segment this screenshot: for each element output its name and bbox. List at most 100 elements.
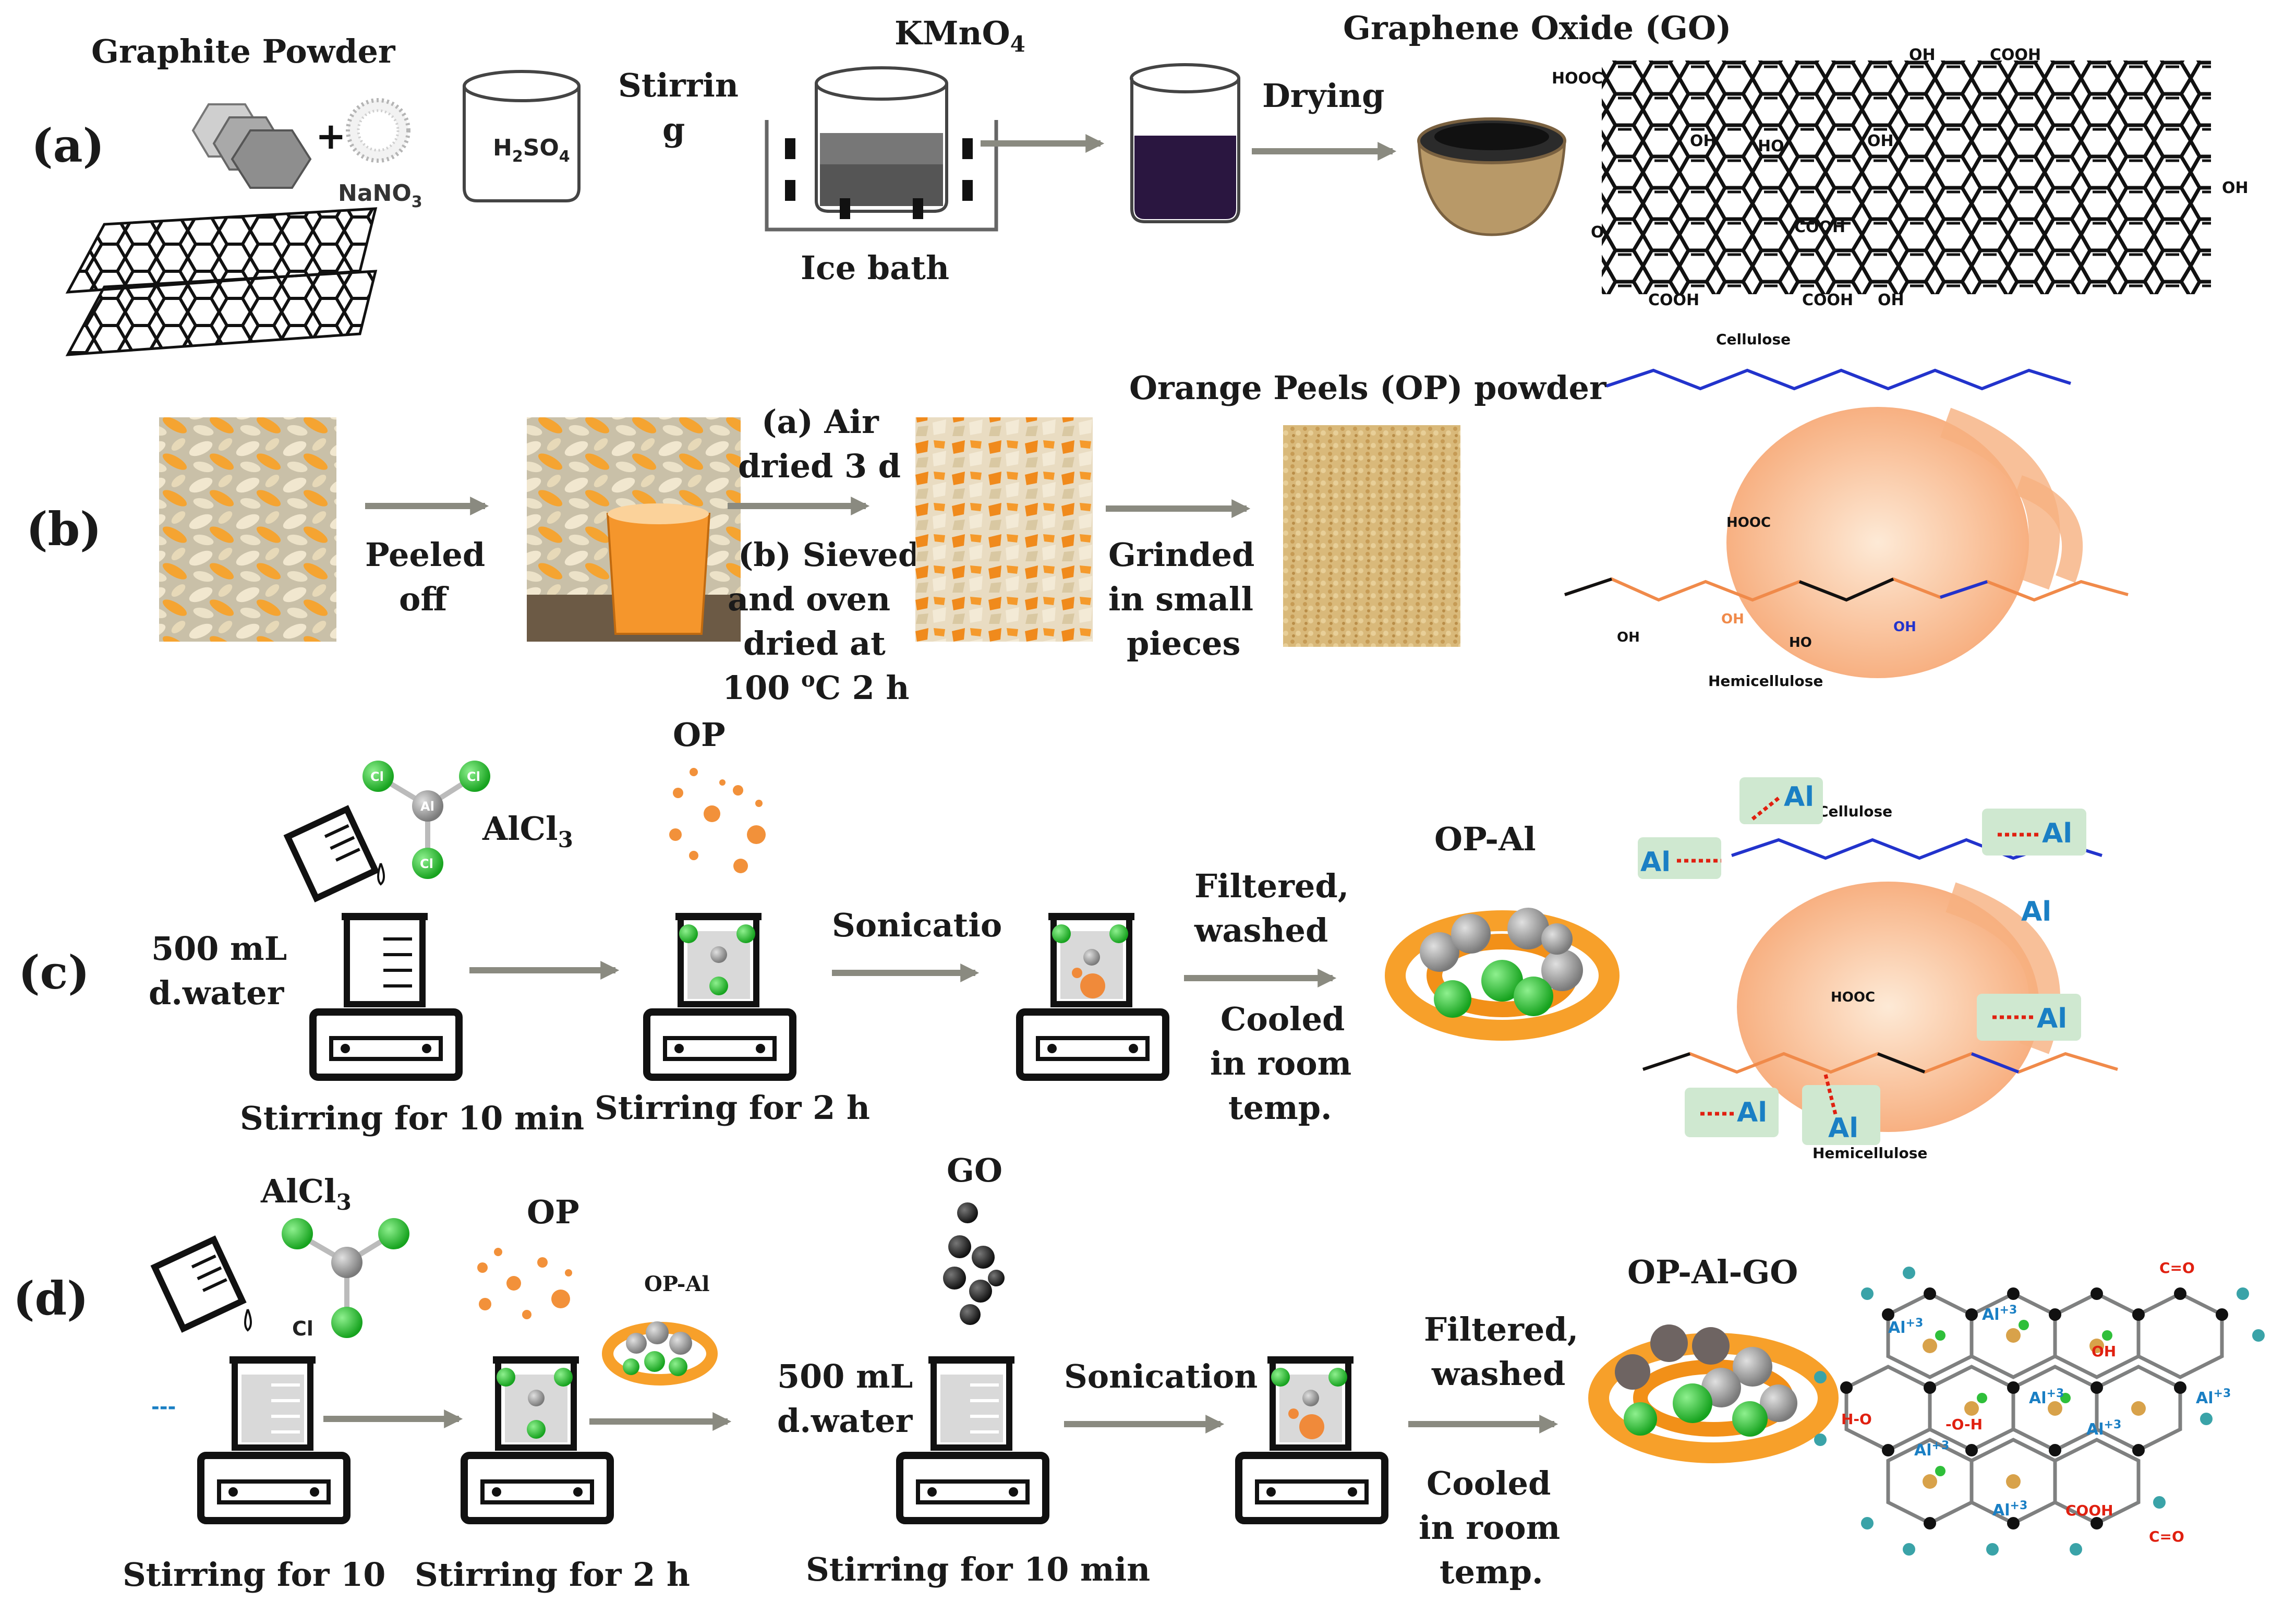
- op-label-d: OP: [527, 1193, 579, 1231]
- kmno4-subscript: 4: [1010, 31, 1025, 57]
- cooled-line1-d: Cooled: [1427, 1464, 1551, 1502]
- ice-bath-icon: [765, 66, 998, 232]
- oh-group-d: OH: [2092, 1343, 2116, 1360]
- water-label-d-line2: d.water: [777, 1402, 913, 1440]
- water-label-d-line1: 500 mL: [777, 1357, 913, 1395]
- sieved-line4-degree: o: [801, 667, 815, 692]
- pouring-beaker-icon: [283, 805, 385, 902]
- svg-text:H2SO4: H2SO4: [493, 135, 570, 166]
- graphite-powder-label: Graphite Powder: [91, 32, 396, 70]
- sonication-beaker-icon: [1016, 913, 1169, 1081]
- stirring-beaker-d1-icon: [197, 1356, 351, 1524]
- go-solution-beaker-icon: [1130, 63, 1240, 223]
- al3-sup-5: +3: [1932, 1439, 1950, 1452]
- al3-sup-7: +3: [2010, 1499, 2028, 1512]
- cellulose-hemicellulose-structure-icon: Cellulose Hemicellulose HOOC OH HO OH OH: [1564, 331, 2129, 690]
- graphene-layers-icon: [65, 207, 378, 356]
- svg-text:Al+3: Al+3: [1982, 1304, 2017, 1324]
- al3-label-5: Al: [1914, 1441, 1932, 1460]
- stirring-beaker-1-icon: [309, 913, 463, 1081]
- svg-text:Al+3: Al+3: [1888, 1317, 1923, 1337]
- cooled-line3: temp.: [1228, 1089, 1332, 1127]
- h2so4-2: 2: [512, 148, 523, 166]
- oh-label-1: OH: [1617, 630, 1640, 645]
- cellulose-label-c: Cellulose: [1818, 803, 1892, 820]
- ho-group-d: H-O: [1841, 1411, 1872, 1428]
- al-site-3: Al: [2042, 818, 2072, 849]
- go-title: Graphene Oxide (GO): [1343, 9, 1731, 47]
- sonication-beaker-d-icon: [1235, 1356, 1388, 1524]
- al-site-5: Al: [2037, 1003, 2067, 1034]
- op-al-go-label: OP-Al-GO: [1627, 1253, 1798, 1291]
- go-bowl-icon: [1417, 117, 1566, 236]
- peeled-label-line2: off: [399, 580, 449, 618]
- go-group-5: HO: [1758, 137, 1784, 155]
- op-al-complex-icon: [1385, 908, 1620, 1041]
- nano3-sphere-icon: [346, 98, 410, 163]
- cooled-line2: in room: [1210, 1044, 1351, 1082]
- al-site-2: Al: [1640, 847, 1671, 878]
- panel-a-tag: (a): [31, 118, 104, 173]
- filtered-line2: washed: [1194, 911, 1328, 949]
- go-group-6: COOH: [1794, 218, 1845, 236]
- stirring-2h-label-d: Stirring for 2 h: [415, 1556, 690, 1594]
- svg-text:Al+3: Al+3: [1914, 1439, 1949, 1460]
- al3-label-4: Al: [2196, 1389, 2214, 1407]
- drying-label: Drying: [1262, 77, 1384, 115]
- sieved-line2: and oven: [728, 580, 890, 618]
- alcl3-label-d: AlCl: [260, 1172, 336, 1210]
- op-particles-icon: [669, 768, 766, 873]
- nano3-label: NaNO: [338, 180, 412, 207]
- go-particles-icon: [943, 1202, 1005, 1325]
- juice-photo: [527, 417, 741, 642]
- hooc-label: HOOC: [1726, 515, 1771, 531]
- grinded-line3: pieces: [1127, 624, 1240, 663]
- h2so4-4: 4: [559, 148, 570, 166]
- go-group-7: OH: [2222, 179, 2249, 197]
- svg-text:AlCl3: AlCl3: [482, 810, 573, 852]
- panel-d: (d) AlCl3 Cl ---: [13, 1151, 2265, 1594]
- graphene-oxide-structure-icon: HOOC OH COOH OH OH HO COOH OH COOH COOH …: [1552, 46, 2249, 309]
- go-group-3: OH: [1690, 132, 1717, 150]
- svg-text:Al+3: Al+3: [2029, 1387, 2064, 1407]
- cho-group-top: C=O: [2159, 1259, 2195, 1276]
- filtered-line1-d: Filtered,: [1424, 1310, 1578, 1348]
- op-al-small-complex-icon: [602, 1321, 718, 1386]
- svg-text:AlCl3: AlCl3: [260, 1172, 352, 1215]
- al3-sup-2: +3: [2000, 1304, 2017, 1317]
- go-group-1: OH: [1909, 46, 1936, 64]
- hooc-label-c: HOOC: [1831, 990, 1875, 1005]
- svg-text:KMnO4: KMnO4: [895, 14, 1025, 57]
- go-group-11: O: [1591, 223, 1604, 242]
- op-al-small-label: OP-Al: [644, 1272, 710, 1296]
- cl-atom-label-3: Cl: [420, 857, 433, 871]
- water-label-line1: 500 mL: [151, 930, 287, 968]
- filtered-line1: Filtered,: [1194, 867, 1349, 905]
- op-particles-icon-d: [477, 1248, 572, 1319]
- cl-atom-label-2: Cl: [467, 769, 480, 784]
- alcl3-label: AlCl: [482, 810, 558, 848]
- cellulose-label: Cellulose: [1716, 331, 1791, 348]
- h2so4-so: SO: [523, 135, 559, 161]
- sonication-label-d: Sonication: [1064, 1357, 1258, 1395]
- op-al-cellulose-structure-icon: Cellulose Hemicellulose HOOC Al Al Al Al…: [1638, 777, 2118, 1162]
- op-label: OP: [673, 716, 726, 754]
- h2so4-h: H: [493, 135, 512, 161]
- stirring-2h-label: Stirring for 2 h: [595, 1089, 870, 1127]
- cooled-line2-d: in room: [1419, 1509, 1560, 1547]
- svg-text:Al+3: Al+3: [2196, 1387, 2231, 1407]
- plus-icon: +: [316, 115, 346, 158]
- go-label-d: GO: [947, 1151, 1002, 1189]
- oh-label-3: OH: [1893, 619, 1916, 635]
- air-dried-line1: (a) Air: [762, 403, 879, 441]
- alcl3-molecule-icon: Al Cl Cl Cl: [362, 761, 490, 879]
- cooled-line3-d: temp.: [1440, 1553, 1543, 1591]
- svg-text:NaNO3: NaNO3: [338, 180, 422, 211]
- hemicellulose-label-c: Hemicellulose: [1812, 1145, 1927, 1162]
- stirring-10-min-label-d: Stirring for 10 min: [806, 1550, 1150, 1588]
- go-group-10: OH: [1878, 291, 1904, 309]
- al3-label-3: Al: [2029, 1389, 2047, 1407]
- al3-sup-6: +3: [2104, 1418, 2122, 1431]
- al3-sup-4: +3: [2214, 1387, 2231, 1400]
- grinded-line1: Grinded: [1108, 536, 1254, 574]
